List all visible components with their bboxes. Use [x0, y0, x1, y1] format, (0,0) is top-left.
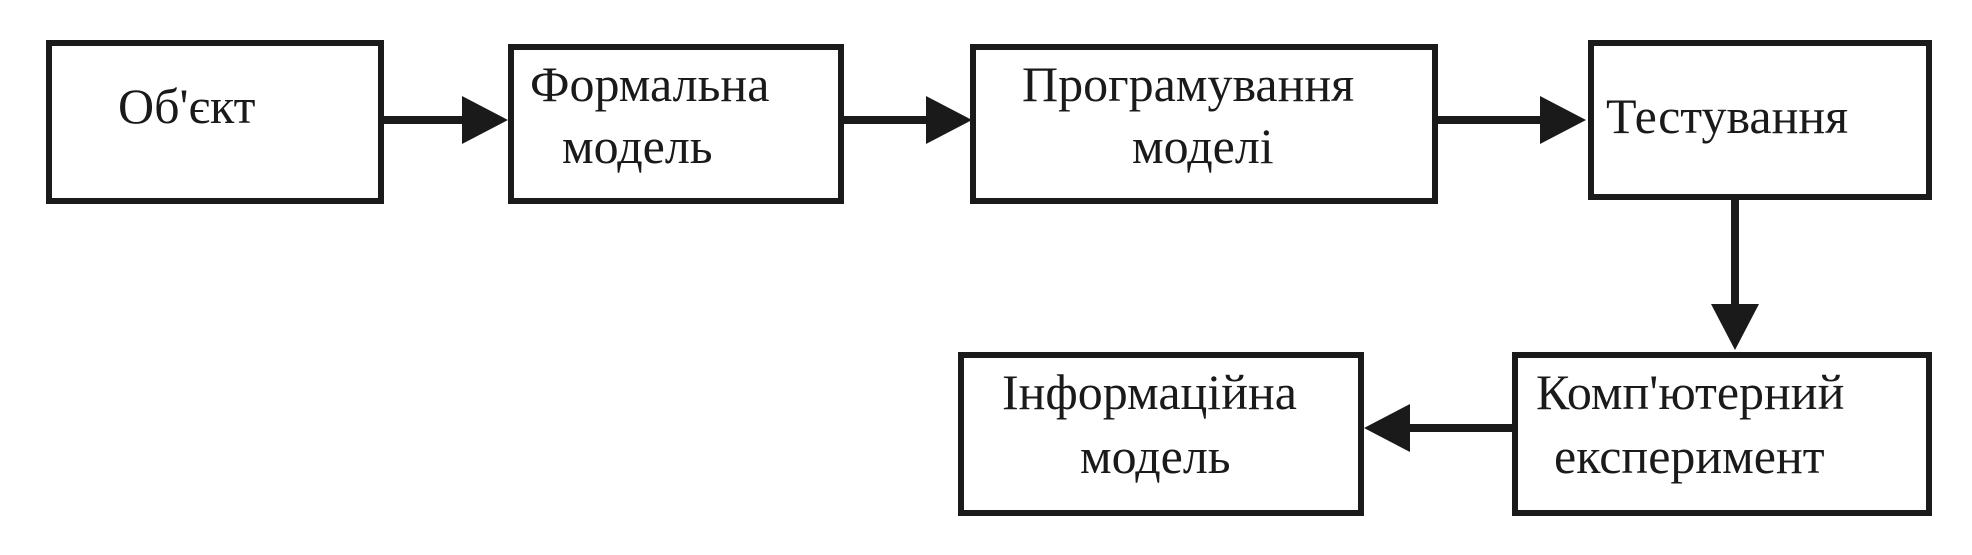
arrow-testing-to-computer-experiment [1710, 200, 1760, 350]
arrow-computer-experiment-to-information-model [1364, 403, 1514, 453]
node-formal-model-line-2: модель [562, 118, 713, 174]
node-testing-label: Тестування [1606, 88, 1849, 144]
arrow-model-programming-to-testing [1438, 95, 1586, 145]
node-information-model-line-2: модель [1080, 428, 1231, 484]
node-formal-model-line-1: Формальна [530, 56, 770, 112]
node-information-model: Інформаційна модель [958, 352, 1364, 516]
node-formal-model: Формальна модель [508, 44, 844, 204]
node-computer-experiment-line-2: експеримент [1554, 428, 1825, 484]
node-testing: Тестування [1588, 40, 1932, 200]
node-object-label: Об'єкт [118, 78, 256, 134]
node-object: Об'єкт [46, 40, 384, 204]
arrow-object-to-formal-model [384, 95, 508, 145]
node-model-programming: Програмування моделі [970, 44, 1438, 204]
node-information-model-line-1: Інформаційна [1002, 364, 1297, 420]
node-computer-experiment-line-1: Комп'ютерний [1536, 364, 1845, 420]
arrow-formal-model-to-model-programming [838, 95, 972, 145]
node-model-programming-line-2: моделі [1132, 118, 1274, 174]
node-model-programming-line-1: Програмування [1022, 56, 1355, 112]
node-computer-experiment: Комп'ютерний експеримент [1512, 352, 1932, 516]
